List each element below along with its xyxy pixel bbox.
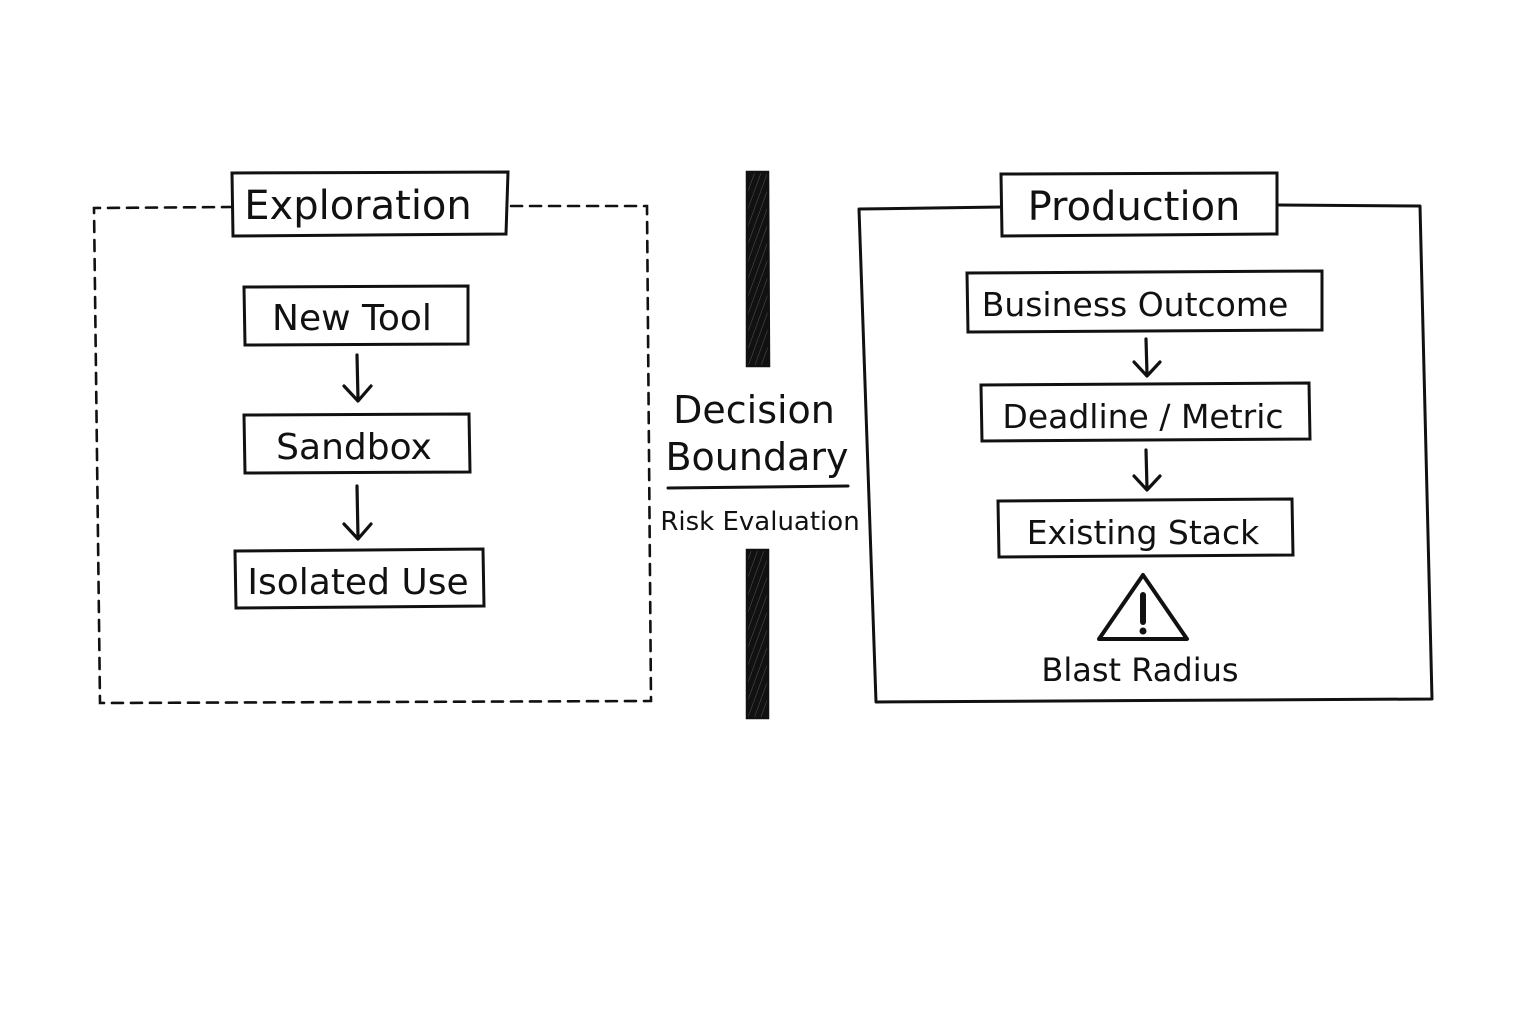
production-title: Production [1028, 184, 1241, 230]
production-title-box: Production [999, 171, 1279, 238]
production-step-existing-stack: Existing Stack [996, 497, 1295, 559]
exploration-panel: Exploration New Tool Sandbox Isolated Us… [92, 170, 653, 705]
arrow-down-icon [342, 353, 373, 403]
step-label: Isolated Use [247, 562, 468, 603]
boundary-title-line2: Boundary [665, 435, 848, 479]
boundary-wall-bottom [745, 548, 770, 720]
step-label: New Tool [272, 298, 432, 339]
exploration-title-box: Exploration [230, 170, 510, 238]
exploration-step-isolated-use: Isolated Use [233, 547, 486, 610]
step-label: Business Outcome [982, 285, 1289, 324]
decision-boundary: Decision Boundary Risk Evaluation [660, 170, 860, 720]
boundary-subtitle: Risk Evaluation [660, 507, 859, 537]
production-panel: Production Business Outcome Deadline / M… [857, 171, 1434, 704]
step-label: Sandbox [276, 427, 432, 468]
arrow-down-icon [1132, 337, 1162, 378]
exploration-dashed-frame [92, 204, 653, 705]
production-step-business-outcome: Business Outcome [965, 269, 1324, 334]
production-step-deadline-metric: Deadline / Metric [979, 381, 1312, 443]
boundary-underline [666, 484, 850, 490]
blast-radius-label: Blast Radius [1041, 651, 1238, 689]
arrow-down-icon [1132, 448, 1162, 492]
step-label: Existing Stack [1027, 513, 1260, 552]
step-label: Deadline / Metric [1002, 397, 1283, 436]
production-frame [857, 203, 1434, 704]
exploration-step-new-tool: New Tool [242, 284, 470, 347]
boundary-wall-top [745, 170, 771, 368]
boundary-title-line1: Decision [673, 388, 835, 432]
exploration-step-sandbox: Sandbox [242, 412, 472, 475]
warning-triangle-icon [1097, 573, 1189, 641]
exploration-title: Exploration [244, 183, 472, 229]
arrow-down-icon [342, 484, 373, 541]
